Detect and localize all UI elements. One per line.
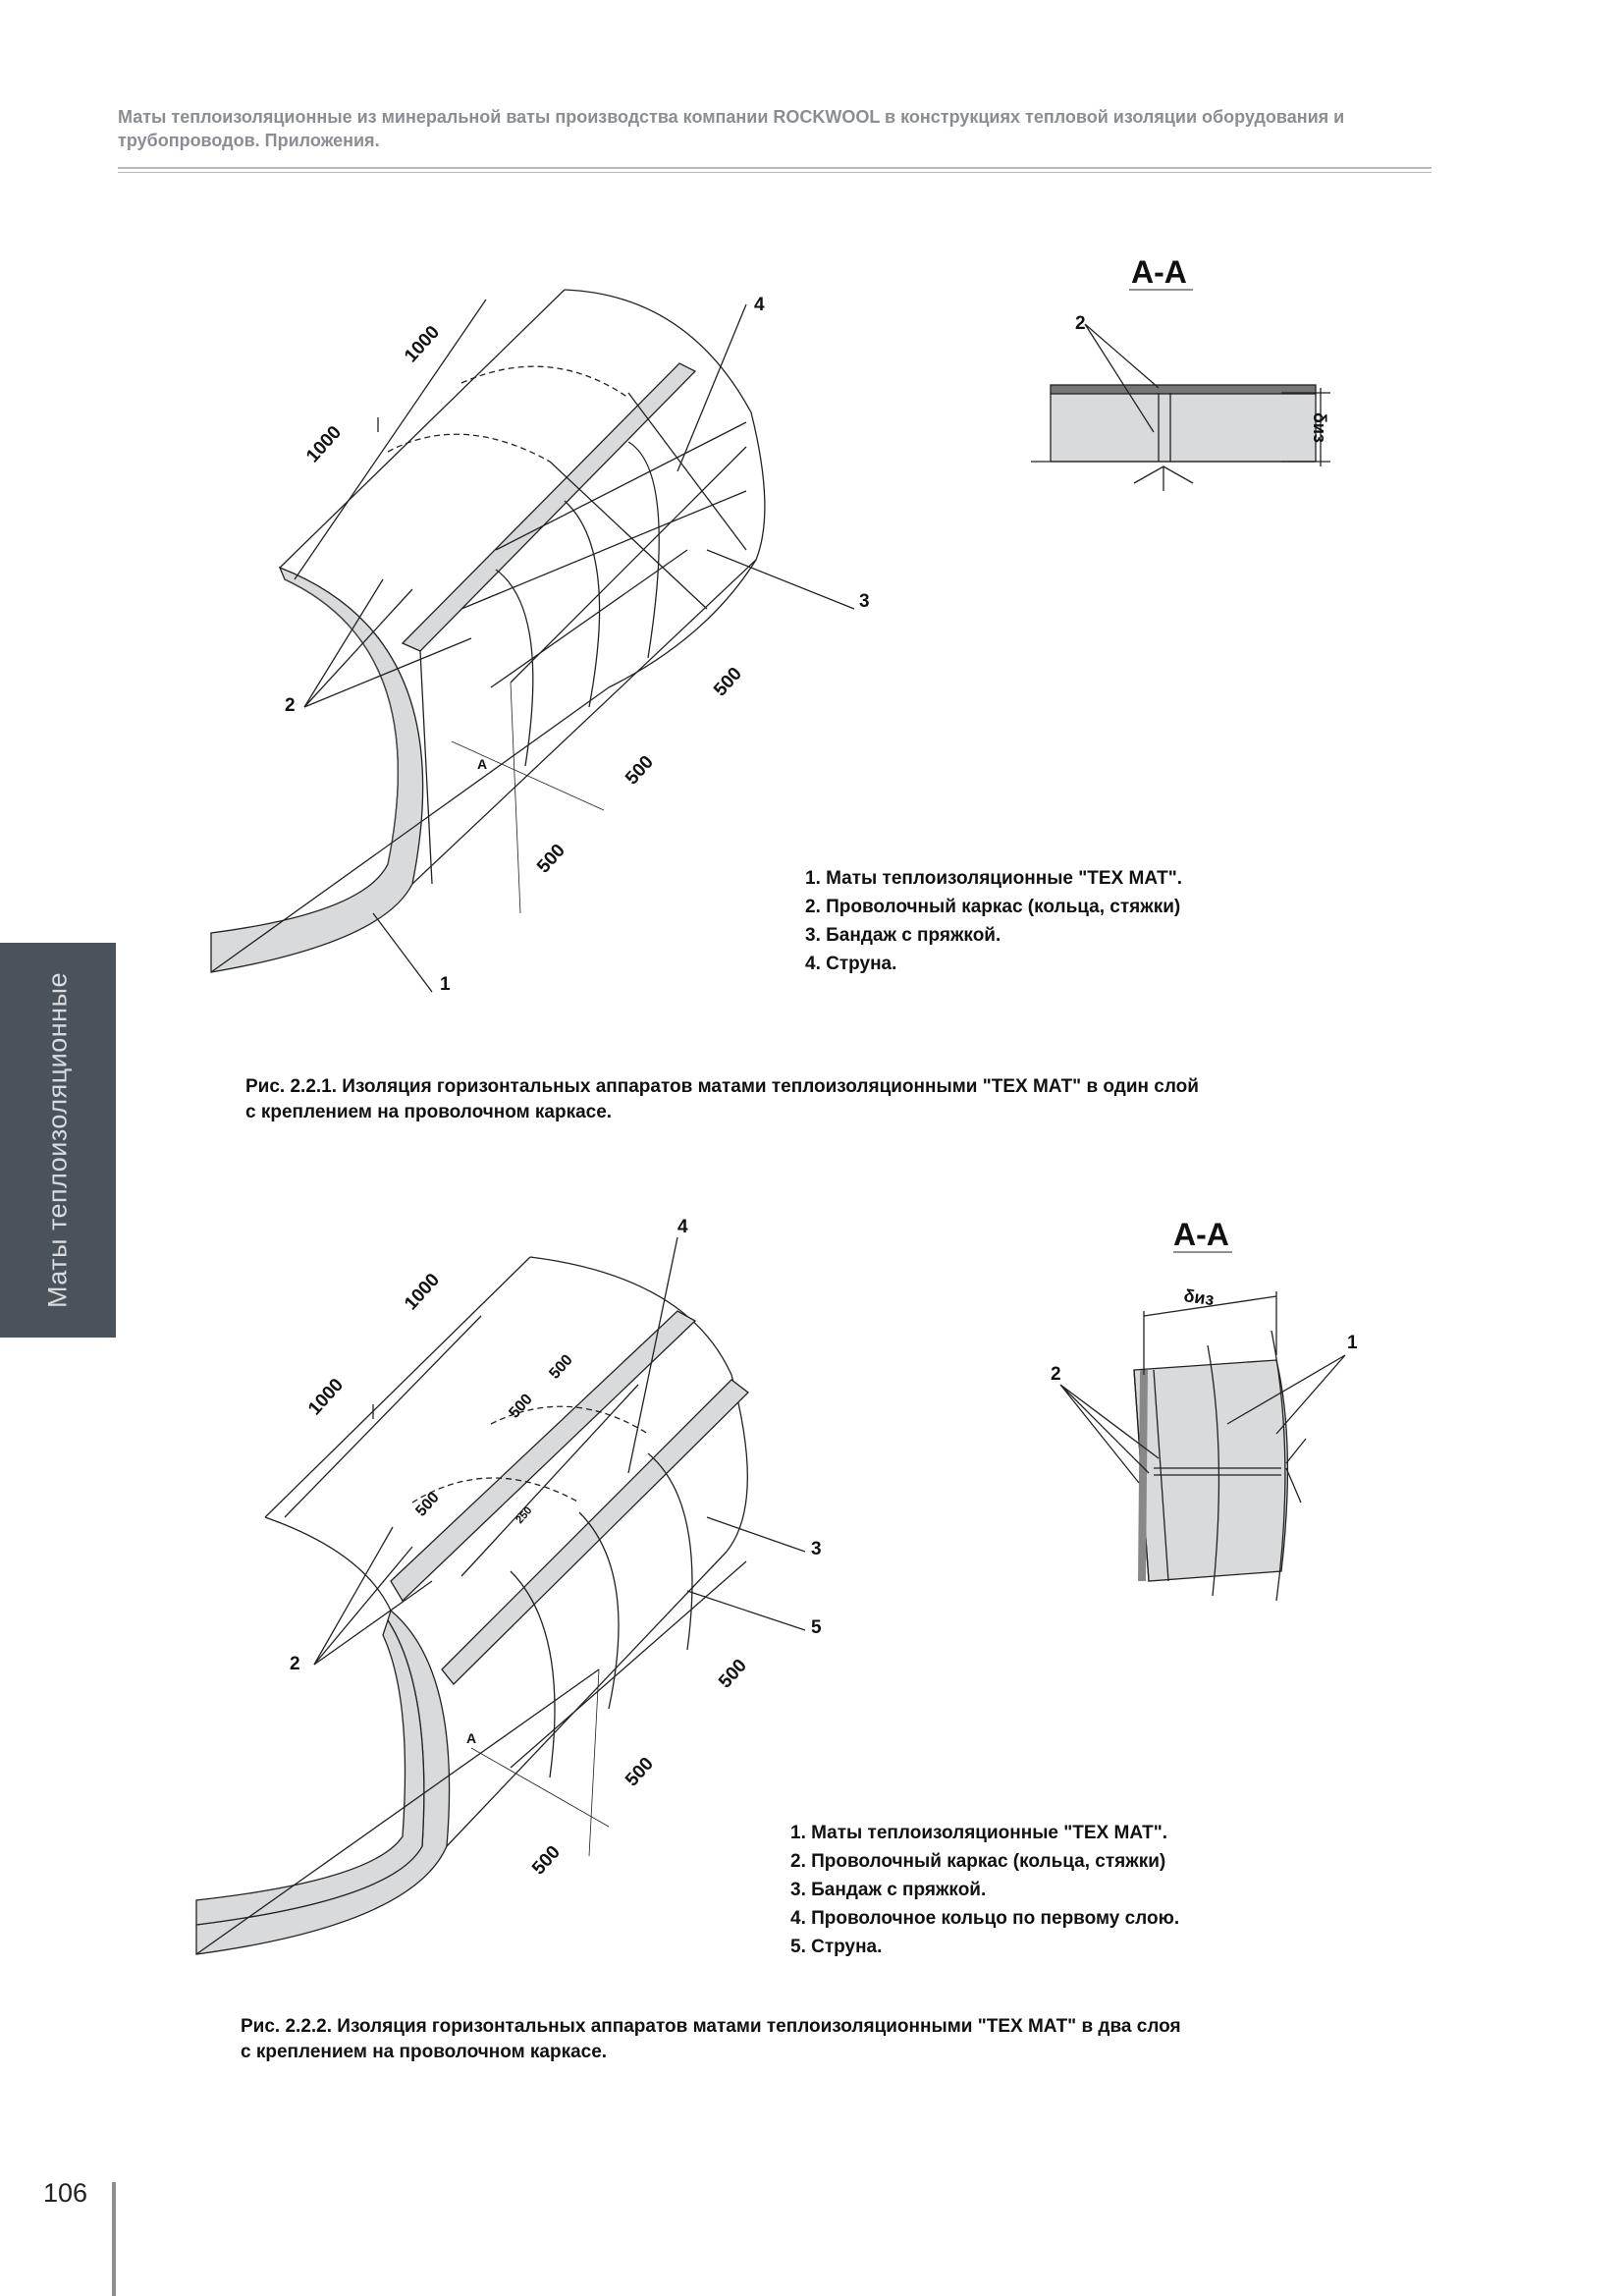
header-rule [118,167,1432,169]
fig2-seam-strip-1 [390,1310,697,1603]
fig2-legend: 1. Маты теплоизоляционные "ТЕХ МАТ". 2. … [790,1819,1179,1961]
fig2-section-mat [1133,1359,1289,1582]
fig2-legend-item: 2. Проволочный каркас (кольца, стяжки) [790,1851,1166,1872]
fig2-section-title: А-А [1173,1217,1229,1252]
fig2-caption-line2: с креплением на проволочном каркасе. [241,2042,608,2062]
fig1-end-ring [210,566,424,973]
fig2-dim-1000-a: 1000 [304,1375,348,1419]
fig1-section-mat [1050,392,1317,463]
fig2-legend-item: 1. Маты теплоизоляционные "ТЕХ МАТ". [790,1823,1167,1843]
fig2-dim-250: 250 [514,1504,534,1526]
fig2-delta-label: δиз [1182,1285,1215,1309]
fig2-dim-1000-b: 1000 [401,1270,444,1314]
fig1-dim-1000-b: 1000 [401,322,444,366]
fig2-end-ring-inner [195,1618,425,1926]
fig2-dim-500-a: 500 [412,1489,443,1519]
figure-1-drawing: А-А 2 4 3 2 1 1000 1000 500 500 500 А δи… [210,254,1330,995]
fig1-callout-4: 4 [754,295,765,315]
fig1-legend-item: 2. Проволочный каркас (кольца, стяжки) [805,897,1181,917]
fig1-dim-1000-a: 1000 [302,422,346,466]
fig2-caption-line1: Рис. 2.2.2. Изоляция горизонтальных аппа… [241,2016,1181,2037]
fig2-dim-500-f: 500 [528,1842,565,1880]
fig1-legend: 1. Маты теплоизоляционные "ТЕХ МАТ". 2. … [805,864,1182,978]
fig1-shell-back-edge [564,289,766,688]
page-number-bar [112,2182,116,2296]
side-section-tab: Маты теплоизоляционные [0,943,116,1338]
fig1-legend-item: 4. Струна. [805,954,897,974]
fig1-wire-ring [495,569,534,767]
fig1-callout-2-section: 2 [1075,313,1086,334]
fig2-legend-item: 3. Бандаж с пряжкой. [790,1880,987,1900]
fig2-section-mark: А [466,1730,476,1746]
running-header: Маты теплоизоляционные из минеральной ва… [118,107,1345,150]
fig2-callout-5: 5 [811,1617,822,1638]
fig1-callout-1: 1 [440,974,451,995]
fig1-seam-strip [401,362,697,652]
fig1-dim-500-c: 500 [533,841,569,878]
figure-2-drawing: А-А 2 1 4 3 5 2 1000 1000 500 500 500 50… [195,1217,1358,1955]
header-rule-secondary [118,172,1432,173]
fig1-legend-item: 3. Бандаж с пряжкой. [805,925,1001,946]
fig2-callout-2-section: 2 [1051,1364,1061,1385]
fig1-bottom-edge [210,686,610,973]
fig1-dim-500-a: 500 [710,664,746,701]
fig1-section-title: А-А [1131,254,1187,290]
fig2-legend-item: 5. Струна. [790,1937,883,1957]
fig2-dim-500-c: 500 [546,1351,576,1382]
fig1-callout-3: 3 [859,591,870,612]
fig2-caption: Рис. 2.2.2. Изоляция горизонтальных аппа… [241,2014,1271,2065]
fig1-delta-label: δиз [1310,412,1329,443]
fig1-caption-line2: с креплением на проволочном каркасе. [245,1102,613,1122]
fig1-section-mark: А [477,756,487,772]
fig1-legend-item: 1. Маты теплоизоляционные "ТЕХ МАТ". [805,868,1182,889]
fig1-caption-line1: Рис. 2.2.1. Изоляция горизонтальных аппа… [245,1076,1199,1097]
page-number: 106 [43,2178,88,2208]
fig2-callout-4: 4 [677,1217,688,1237]
fig1-shell-top-edge [279,289,566,569]
fig2-dim-500-b: 500 [506,1391,536,1421]
fig1-callout-2: 2 [285,695,296,716]
fig1-dim-500-b: 500 [622,752,658,790]
fig2-callout-3: 3 [811,1539,822,1559]
fig2-callout-2: 2 [290,1654,300,1674]
fig2-dim-500-d: 500 [715,1656,751,1693]
fig2-callout-1-section: 1 [1347,1333,1358,1353]
fig1-caption: Рис. 2.2.1. Изоляция горизонтальных аппа… [245,1074,1276,1125]
fig2-legend-item: 4. Проволочное кольцо по первому слою. [790,1908,1180,1929]
fig2-dim-500-e: 500 [622,1754,658,1791]
